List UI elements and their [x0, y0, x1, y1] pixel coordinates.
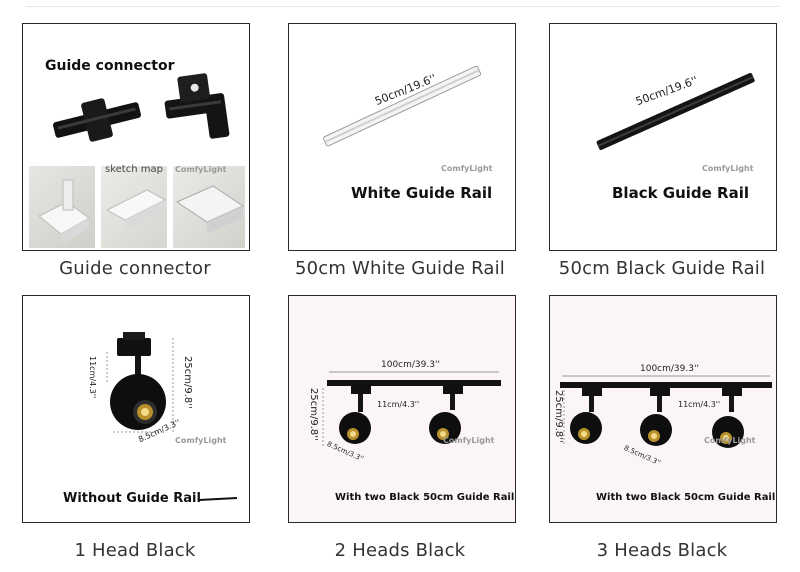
stem-dimension: 11cm/4.3'': [88, 356, 97, 399]
spotlight-icon: [106, 332, 238, 501]
connector-photo-2: [101, 166, 167, 248]
card-label: With two Black 50cm Guide Rail: [335, 492, 515, 503]
product-card-3-heads[interactable]: 100cm/39.3'' 25cm/9.8'' 11cm/4.3'' 8.5cm…: [549, 295, 777, 523]
product-caption: Guide connector: [59, 258, 211, 279]
card-label: Without Guide Rail: [63, 491, 201, 506]
product-card-guide-connector[interactable]: Guide connector sketch map ComfyLight: [22, 23, 250, 251]
product-caption: 50cm Black Guide Rail: [558, 258, 766, 279]
rail-length-dimension: 100cm/39.3'': [381, 360, 440, 370]
watermark: ComfyLight: [704, 436, 756, 445]
two-head-track-icon: [322, 371, 501, 446]
card-label: White Guide Rail: [351, 184, 493, 202]
top-divider: [26, 6, 780, 7]
card-label: Guide connector: [45, 58, 175, 74]
watermark: ComfyLight: [175, 165, 227, 174]
product-caption: 3 Heads Black: [596, 540, 728, 561]
watermark: ComfyLight: [443, 436, 495, 445]
black-rail-icon: [596, 72, 755, 150]
stem-dimension: 11cm/4.3'': [678, 400, 721, 409]
connector-photo-1: [29, 166, 95, 248]
watermark: ComfyLight: [175, 436, 227, 445]
product-card-black-rail[interactable]: 50cm/19.6'' ComfyLight Black Guide Rail: [549, 23, 777, 251]
product-caption: 1 Head Black: [74, 540, 196, 561]
height-dimension: 25cm/9.8'': [308, 388, 319, 441]
product-card-2-heads[interactable]: 100cm/39.3'' 25cm/9.8'' 11cm/4.3'' 8.5cm…: [288, 295, 516, 523]
card-label: With two Black 50cm Guide Rail: [596, 492, 776, 503]
white-rail-icon: [323, 65, 482, 147]
rail-length-dimension: 100cm/39.3'': [640, 364, 699, 374]
watermark: ComfyLight: [702, 164, 754, 173]
product-card-1-head[interactable]: 25cm/9.8'' 11cm/4.3'' 8.5cm/3.3'' ComfyL…: [22, 295, 250, 523]
stem-dimension: 11cm/4.3'': [377, 400, 420, 409]
height-dimension: 25cm/9.8'': [553, 390, 564, 443]
guide-connector-icon: [53, 73, 230, 142]
card-label: Black Guide Rail: [612, 184, 750, 202]
product-caption: 50cm White Guide Rail: [294, 258, 506, 279]
connector-photo-3: [173, 166, 245, 248]
watermark: ComfyLight: [441, 164, 493, 173]
three-head-track-icon: [560, 375, 772, 448]
product-caption: 2 Heads Black: [334, 540, 466, 561]
height-dimension: 25cm/9.8'': [182, 356, 193, 409]
sketch-map-label: sketch map: [105, 164, 163, 175]
product-card-white-rail[interactable]: 50cm/19.6'' ComfyLight White Guide Rail: [288, 23, 516, 251]
